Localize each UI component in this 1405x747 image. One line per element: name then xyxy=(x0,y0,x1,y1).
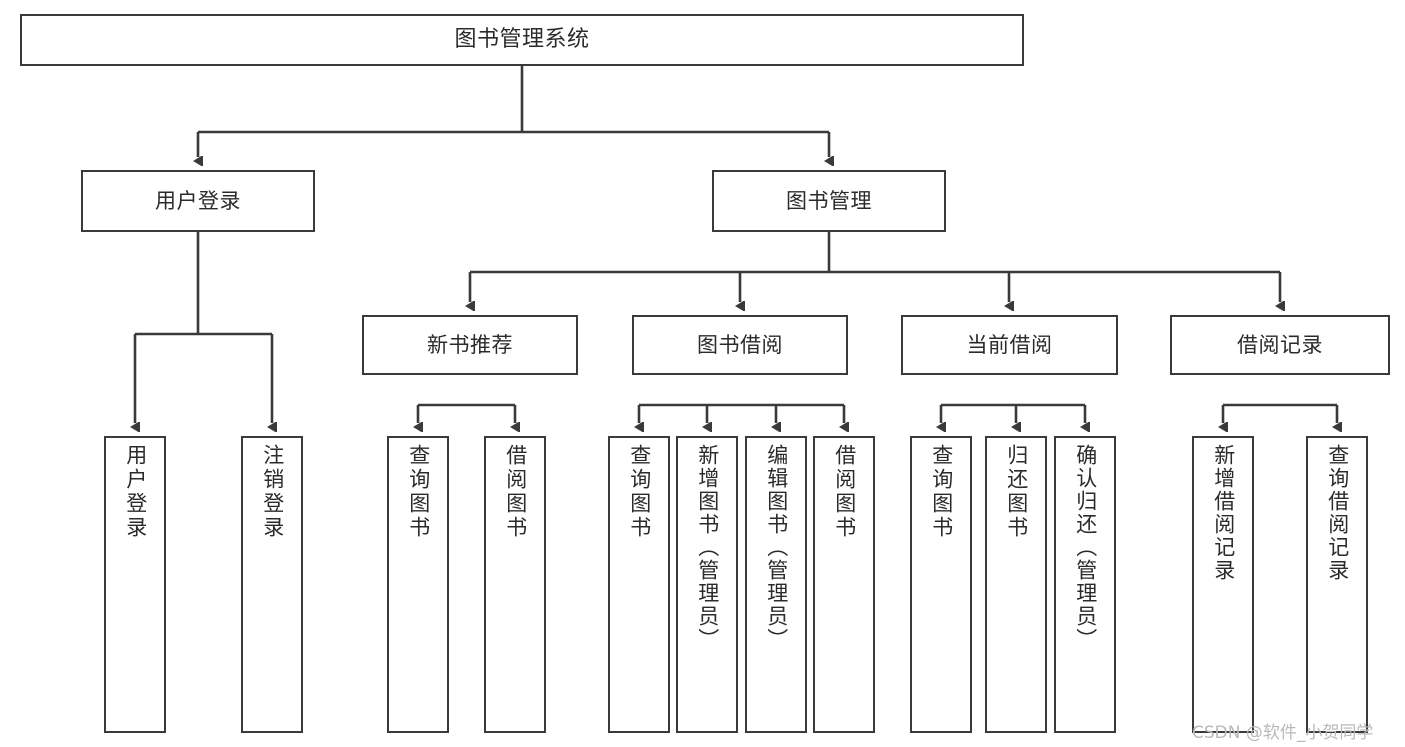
node-label: 编辑图书（管理员） xyxy=(764,444,789,651)
node-label: 借阅图书 xyxy=(832,444,857,540)
node-label: 确认归还（管理员） xyxy=(1073,444,1098,651)
node-label: 查询图书 xyxy=(406,444,431,540)
node-label: 用户登录 xyxy=(123,444,148,540)
node-current-borrow[interactable]: 当前借阅 xyxy=(901,315,1118,375)
node-label: 借阅图书 xyxy=(503,444,528,540)
node-label: 新增图书（管理员） xyxy=(695,444,720,651)
node-leaf-query-book-2[interactable]: 查询图书 xyxy=(608,436,670,733)
node-user-login[interactable]: 用户登录 xyxy=(81,170,315,232)
node-label: 图书借阅 xyxy=(697,332,783,357)
csdn-watermark: CSDN @软件_小贺同学 xyxy=(1192,723,1374,743)
node-label: 图书管理 xyxy=(786,188,872,213)
node-label: 新书推荐 xyxy=(427,332,513,357)
node-leaf-user-logout[interactable]: 注销登录 xyxy=(241,436,303,733)
node-root[interactable]: 图书管理系统 xyxy=(20,14,1024,66)
node-leaf-borrow-book-1[interactable]: 借阅图书 xyxy=(484,436,546,733)
node-label: 注销登录 xyxy=(260,444,285,540)
node-label: 查询图书 xyxy=(627,444,652,540)
node-leaf-confirm-return[interactable]: 确认归还（管理员） xyxy=(1054,436,1116,733)
node-label: 新增借阅记录 xyxy=(1211,444,1236,582)
node-label: 图书管理系统 xyxy=(454,27,590,53)
node-leaf-add-book[interactable]: 新增图书（管理员） xyxy=(676,436,738,733)
node-book-manage[interactable]: 图书管理 xyxy=(712,170,946,232)
node-leaf-query-record[interactable]: 查询借阅记录 xyxy=(1306,436,1368,733)
node-book-borrow[interactable]: 图书借阅 xyxy=(632,315,848,375)
node-label: 当前借阅 xyxy=(966,332,1053,357)
node-new-book-recommend[interactable]: 新书推荐 xyxy=(362,315,578,375)
node-leaf-borrow-book-2[interactable]: 借阅图书 xyxy=(813,436,875,733)
node-label: 归还图书 xyxy=(1004,444,1029,540)
node-label: 查询借阅记录 xyxy=(1325,444,1350,582)
node-leaf-user-login[interactable]: 用户登录 xyxy=(104,436,166,733)
node-leaf-return-book[interactable]: 归还图书 xyxy=(985,436,1047,733)
node-label: 借阅记录 xyxy=(1237,332,1323,357)
node-leaf-add-record[interactable]: 新增借阅记录 xyxy=(1192,436,1254,733)
node-label: 查询图书 xyxy=(929,444,954,540)
node-borrow-record[interactable]: 借阅记录 xyxy=(1170,315,1390,375)
node-label: 用户登录 xyxy=(155,188,241,213)
node-leaf-edit-book[interactable]: 编辑图书（管理员） xyxy=(745,436,807,733)
node-leaf-query-book-1[interactable]: 查询图书 xyxy=(387,436,449,733)
node-leaf-query-book-3[interactable]: 查询图书 xyxy=(910,436,972,733)
